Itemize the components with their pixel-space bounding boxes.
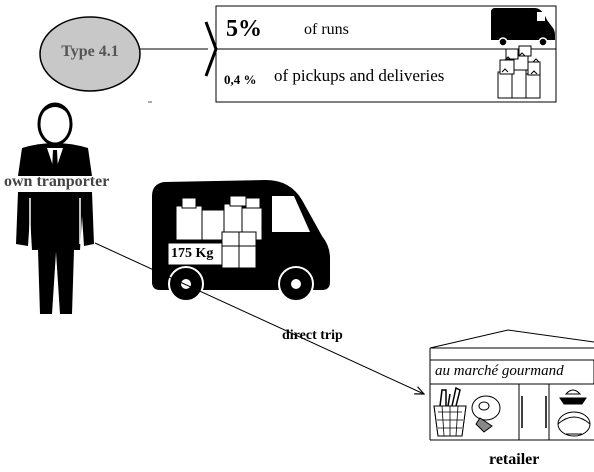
load-weight-label: 175 Kg	[171, 246, 214, 261]
pickups-percentage: 0,4 %	[224, 72, 257, 87]
runs-percentage: 5%	[226, 16, 262, 42]
transporter-figure	[16, 102, 94, 314]
trip-arrow	[94, 242, 424, 394]
transporter-label: own tranporter	[4, 173, 110, 190]
delivery-van	[152, 180, 330, 302]
retail-shop	[429, 329, 594, 441]
pickups-label: of pickups and deliveries	[274, 66, 445, 85]
stats-box	[215, 5, 557, 103]
type-label: Type 4.1	[61, 43, 119, 60]
type-ellipse	[39, 16, 141, 92]
shop-sign: au marché gourmand	[435, 363, 564, 379]
runs-label: of runs	[304, 21, 349, 38]
van-icon	[491, 8, 555, 47]
parcels-icon	[497, 45, 541, 99]
retailer-label: retailer	[489, 451, 540, 468]
trip-label: direct trip	[282, 328, 343, 343]
